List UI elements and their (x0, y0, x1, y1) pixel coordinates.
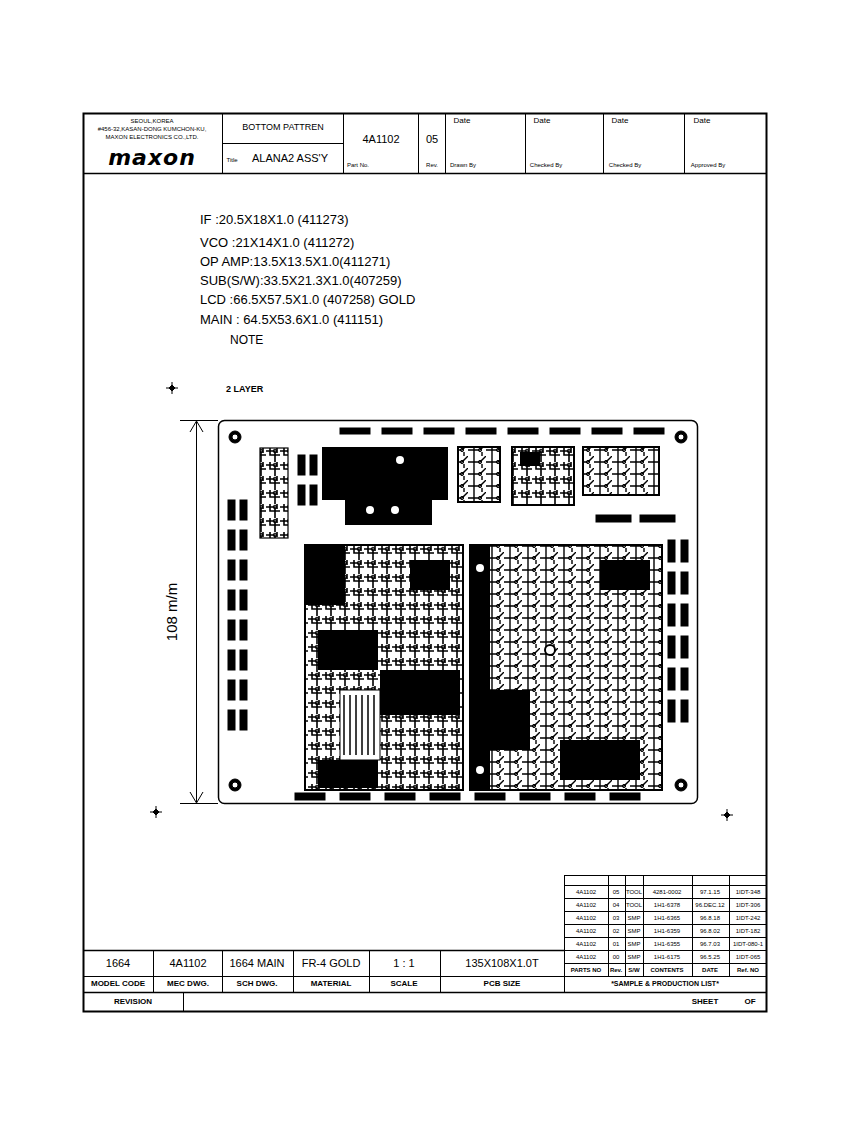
table-cell: 96.8.18 (700, 915, 720, 922)
field-caption: Rev. (426, 162, 438, 169)
table-cell: CONTENTS (651, 967, 684, 974)
field-caption: Drawn By (450, 162, 476, 169)
table-header: MATERIAL (311, 980, 352, 989)
table-cell: DATE (702, 967, 718, 974)
table-header: SCALE (390, 980, 417, 989)
field-caption: Date (454, 117, 471, 126)
table-cell: 4A1102 (576, 889, 596, 896)
table-cell: 1IDT-080-1 (733, 941, 763, 948)
table-cell: 96.8.02 (700, 928, 720, 935)
field-caption: Part No. (347, 162, 369, 169)
table-cell: 96.DEC.12 (695, 902, 724, 909)
table-cell: SHEET (692, 998, 719, 1007)
table-cell: OF (744, 998, 755, 1007)
table-cell: 96.7.03 (700, 941, 720, 948)
note-line: LCD :66.5X57.5X1.0 (407258) GOLD (200, 293, 415, 307)
table-cell: 03 (613, 915, 620, 922)
table-header: MEC DWG. (167, 980, 209, 989)
note-line: SUB(S/W):33.5X21.3X1.0(407259) (200, 274, 402, 288)
table-cell: 1664 (106, 957, 130, 969)
table-cell: S/W (628, 967, 639, 974)
table-cell: 4A1102 (576, 915, 596, 922)
table-title: *SAMPLE & PRODUCTION LIST* (611, 980, 719, 988)
table-cell: PARTS NO (571, 967, 602, 974)
table-header: PCB SIZE (484, 980, 521, 989)
table-cell: 97.1.15 (700, 889, 720, 896)
table-cell: 1IDT-065 (736, 954, 761, 961)
table-cell: 1IDT-182 (736, 928, 761, 935)
table-cell: SMP (627, 928, 640, 935)
table-cell: SMP (627, 915, 640, 922)
field-caption: Date (612, 117, 629, 126)
table-header: SCH DWG. (237, 980, 278, 989)
table-cell: 04 (613, 902, 620, 909)
table-cell: 4281-0002 (653, 889, 682, 896)
table-cell: Rev. (610, 967, 622, 974)
table-cell: 1 : 1 (393, 957, 414, 969)
revision-number: 05 (426, 133, 438, 145)
part-number: 4A1102 (362, 133, 399, 145)
table-cell: 1664 MAIN (229, 957, 284, 969)
company-address: SEOUL,KOREA (130, 118, 173, 125)
logo-text: maxon (108, 146, 196, 170)
field-caption: Date (694, 117, 711, 126)
table-cell: 1IDT-242 (736, 915, 761, 922)
table-cell: 96.5.25 (700, 954, 720, 961)
note-heading: NOTE (230, 334, 263, 347)
layer-label: 2 LAYER (226, 385, 263, 395)
table-cell: 01 (613, 941, 620, 948)
field-caption: Checked By (609, 162, 641, 169)
table-cell: 02 (613, 928, 620, 935)
table-cell: 1H1-6365 (654, 915, 680, 922)
table-cell: 1H1-6378 (654, 902, 680, 909)
field-caption: Title (226, 157, 237, 164)
table-cell: 4A1102 (576, 941, 596, 948)
table-cell: 4A1102 (576, 902, 596, 909)
table-cell: FR-4 GOLD (302, 957, 361, 969)
note-line: MAIN : 64.5X53.6X1.0 (411151) (200, 313, 383, 327)
table-cell: 1IDT-306 (736, 902, 761, 909)
table-cell: 4A1102 (576, 928, 596, 935)
table-cell: Ref. NO (737, 967, 759, 974)
table-cell: 135X108X1.0T (465, 957, 538, 969)
field-caption: Approved By (691, 162, 725, 169)
note-line: IF :20.5X18X1.0 (411273) (200, 213, 349, 227)
table-cell: 05 (613, 889, 620, 896)
table-cell: TOOL (626, 902, 642, 909)
table-cell: 1H1-6355 (654, 941, 680, 948)
table-cell: 00 (613, 954, 620, 961)
drawing-title: BOTTOM PATTREN (242, 123, 324, 133)
table-header: MODEL CODE (91, 980, 145, 989)
drawing-title: ALANA2 ASS'Y (252, 152, 328, 164)
field-caption: Date (534, 117, 551, 126)
table-cell: 4A1102 (169, 957, 206, 969)
company-address: #456-32,KASAN-DONG KUMCHON-KU, (98, 126, 207, 133)
table-cell: SMP (627, 954, 640, 961)
table-cell: 4A1102 (576, 954, 596, 961)
table-cell: 1H1-6359 (654, 928, 680, 935)
table-cell: REVISION (114, 998, 152, 1007)
table-cell: SMP (627, 941, 640, 948)
dimension-label: 108 m/m (164, 580, 181, 644)
field-caption: Checked By (530, 162, 562, 169)
note-line: VCO :21X14X1.0 (411272) (200, 236, 354, 250)
table-cell: 1H1-6175 (654, 954, 680, 961)
table-cell: 1IDT-348 (736, 889, 761, 896)
table-cell: TOOL (626, 889, 642, 896)
company-name: MAXON ELECTRONICS CO.,LTD. (106, 134, 199, 141)
note-line: OP AMP:13.5X13.5X1.0(411271) (200, 255, 390, 269)
